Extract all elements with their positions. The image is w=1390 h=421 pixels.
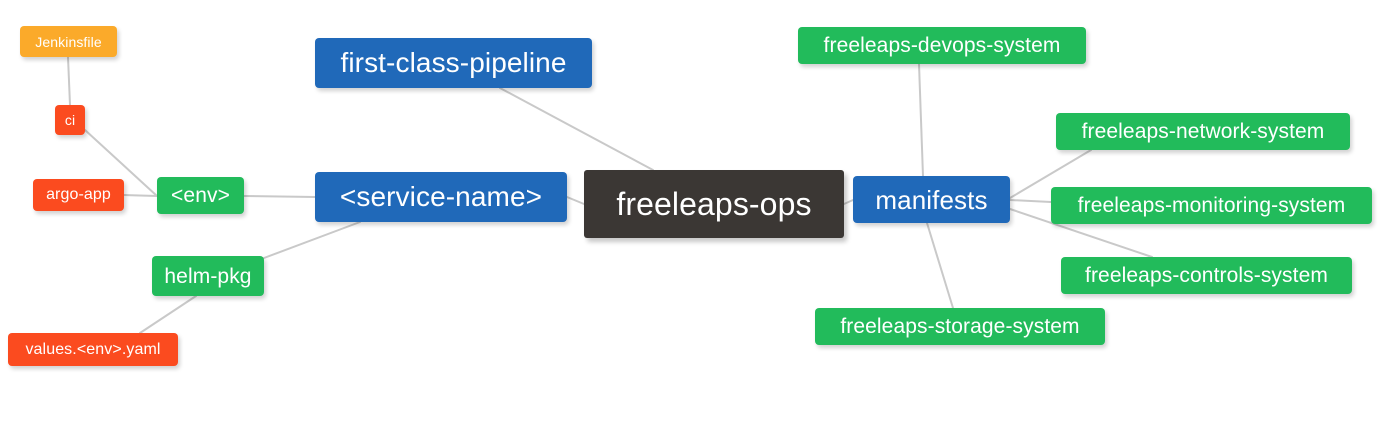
edge-manifests-to-freeleaps-monitoring-system — [1009, 199, 1052, 203]
edge-service-name-to-freeleaps-ops — [566, 196, 585, 205]
node-env[interactable]: <env> — [157, 177, 244, 214]
node-freeleaps-storage-system[interactable]: freeleaps-storage-system — [815, 308, 1105, 345]
node-argo-app[interactable]: argo-app — [33, 179, 124, 211]
node-service-name[interactable]: <service-name> — [315, 172, 567, 222]
edge-jenkinsfile-to-ci — [67, 56, 71, 106]
edge-argo-app-to-env — [123, 194, 158, 197]
edge-manifests-to-freeleaps-storage-system — [926, 222, 954, 309]
edge-helm-pkg-to-service-name — [263, 221, 361, 259]
node-label: Jenkinsfile — [35, 33, 102, 50]
edge-first-class-pipeline-to-freeleaps-ops — [499, 87, 654, 171]
node-label: values.<env>.yaml — [25, 340, 161, 358]
node-manifests[interactable]: manifests — [853, 176, 1010, 223]
node-freeleaps-ops[interactable]: freeleaps-ops — [584, 170, 844, 238]
node-label: first-class-pipeline — [340, 47, 567, 78]
node-label: freeleaps-controls-system — [1085, 264, 1328, 287]
node-label: argo-app — [46, 186, 111, 203]
edge-manifests-to-freeleaps-devops-system — [918, 63, 924, 177]
node-label: helm-pkg — [164, 264, 252, 288]
node-label: freeleaps-network-system — [1081, 120, 1325, 143]
edge-freeleaps-ops-to-manifests — [843, 199, 854, 205]
node-label: freeleaps-devops-system — [823, 34, 1061, 57]
node-freeleaps-network-system[interactable]: freeleaps-network-system — [1056, 113, 1350, 150]
edge-env-to-service-name — [243, 195, 316, 198]
node-freeleaps-monitoring-system[interactable]: freeleaps-monitoring-system — [1051, 187, 1372, 224]
node-label: manifests — [875, 184, 988, 215]
edge-values-env-yaml-to-helm-pkg — [139, 295, 197, 334]
node-label: <service-name> — [339, 181, 543, 212]
node-jenkinsfile[interactable]: Jenkinsfile — [20, 26, 117, 57]
node-freeleaps-controls-system[interactable]: freeleaps-controls-system — [1061, 257, 1352, 294]
node-label: freeleaps-monitoring-system — [1077, 194, 1346, 217]
node-label: ci — [64, 112, 76, 128]
node-label: freeleaps-storage-system — [840, 315, 1080, 338]
node-freeleaps-devops-system[interactable]: freeleaps-devops-system — [798, 27, 1086, 64]
node-values-env-yaml[interactable]: values.<env>.yaml — [8, 333, 178, 366]
node-first-class-pipeline[interactable]: first-class-pipeline — [315, 38, 592, 88]
node-label: freeleaps-ops — [616, 186, 812, 222]
node-label: <env> — [171, 184, 230, 207]
node-helm-pkg[interactable]: helm-pkg — [152, 256, 264, 296]
node-ci[interactable]: ci — [55, 105, 85, 135]
